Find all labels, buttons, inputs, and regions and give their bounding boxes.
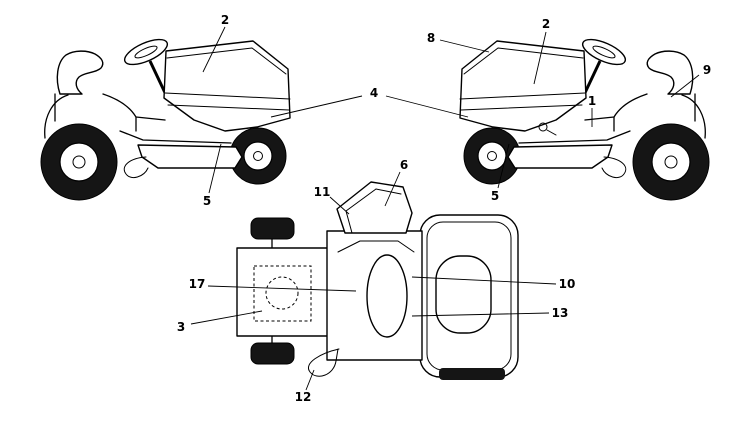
callout-leader-line [385, 95, 469, 118]
front-wheel-top-left [250, 217, 295, 240]
engine-cover-edge [337, 240, 415, 253]
callout-leader-line [411, 312, 550, 317]
callout-label: 9 [703, 63, 711, 77]
decal-outline-dashed-circle [265, 276, 299, 310]
callout-label: 11 [314, 185, 331, 199]
ignition-key [538, 122, 548, 132]
callout-label: 2 [221, 13, 229, 27]
callout-label: 2 [542, 17, 550, 31]
callout-leader-line [202, 26, 226, 73]
rear-bumper-bar [439, 368, 505, 380]
callouts-layer: 2 8 2 9 4 1 5 5 6 11 17 3 10 13 12 [177, 13, 711, 404]
callout-leader-line [190, 310, 263, 325]
callout-label: 12 [295, 390, 312, 404]
callout-leader-line [384, 171, 401, 207]
ignition-key-tab [546, 129, 557, 136]
callout-leader-line [207, 285, 357, 292]
callout-leader-line [411, 276, 557, 285]
callout-leader-line [305, 369, 315, 391]
front-wheel-bottom-left [250, 342, 295, 365]
callout-label: 13 [552, 306, 569, 320]
callout-leader-line [208, 143, 222, 194]
callout-leader-line [533, 31, 547, 85]
decal-outline-dashed-box [253, 265, 312, 322]
tractor-right-extras [538, 122, 557, 136]
callout-label: 8 [427, 31, 435, 45]
seat-top [435, 255, 492, 334]
tractor-left-side-view [39, 32, 292, 202]
callout-leader-line [497, 143, 510, 189]
callout-leader-line [329, 196, 350, 215]
callout-label: 3 [177, 320, 185, 334]
callout-label: 4 [370, 86, 378, 100]
callout-leader-line [270, 95, 363, 118]
side-view-artwork [458, 32, 711, 202]
steering-wheel-top [366, 254, 408, 338]
tractor-top-view [236, 181, 519, 380]
callout-label: 10 [559, 277, 576, 291]
steering-console [336, 181, 413, 234]
side-view-artwork [39, 32, 292, 202]
callout-label: 5 [203, 194, 211, 208]
console-edge-line [375, 188, 402, 195]
callout-label: 6 [400, 158, 408, 172]
callout-label: 5 [491, 189, 499, 203]
callout-leader-line [670, 74, 700, 98]
callout-label: 1 [588, 94, 596, 108]
callout-label: 17 [189, 277, 206, 291]
tractor-right-side-view [458, 32, 711, 202]
cable-loop [308, 348, 340, 377]
front-frame [236, 247, 334, 337]
callout-leader-line [439, 39, 490, 53]
